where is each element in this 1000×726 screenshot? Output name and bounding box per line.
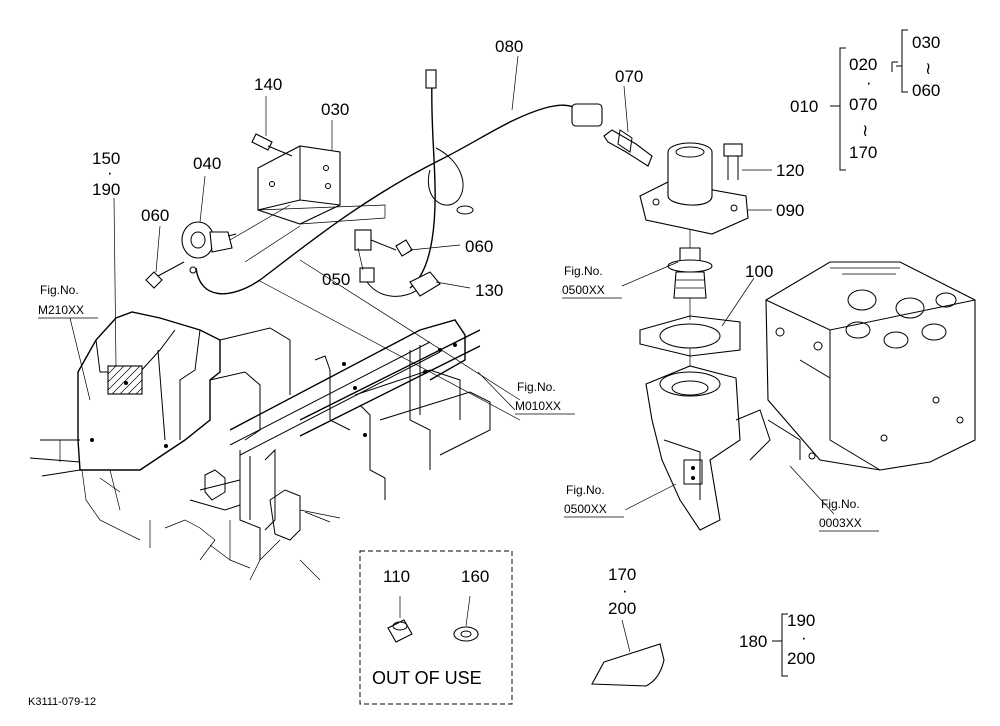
label-190-right: 190	[787, 611, 815, 630]
diagram-code: K3111-079-12	[28, 696, 96, 708]
label-190: 190	[92, 180, 120, 199]
label-180: 180	[739, 632, 767, 651]
fig-ref-0003-label: Fig.No.	[821, 497, 860, 511]
label-030: 030	[321, 100, 349, 119]
label-060-mid: 060	[465, 237, 493, 256]
label-170-top: 170	[849, 143, 877, 162]
cylinder-head-drawing	[765, 261, 976, 471]
label-card	[591, 643, 665, 687]
separator-dot-190: ·	[801, 628, 807, 647]
tractor-frame-drawing	[29, 311, 491, 581]
fig-ref-m210-label: Fig.No.	[40, 283, 79, 297]
label-160: 160	[461, 567, 489, 586]
label-030-top: 030	[912, 33, 940, 52]
label-050: 050	[322, 270, 350, 289]
horn-bracket-group	[145, 133, 386, 289]
label-200-right: 200	[787, 649, 815, 668]
label-060-top: 060	[912, 81, 940, 100]
range-symbol-mid: ≀	[862, 121, 868, 140]
label-040: 040	[193, 154, 221, 173]
fig-ref-0500-thermostat-code: 0500XX	[562, 283, 605, 297]
fig-ref-m210-code: M210XX	[38, 303, 84, 317]
separator-dot-150: ·	[107, 163, 113, 182]
fig-ref-0500-pump-label: Fig.No.	[566, 483, 605, 497]
fig-ref-0500-pump-code: 0500XX	[564, 502, 607, 516]
fig-ref-m010-label: Fig.No.	[517, 380, 556, 394]
label-150: 150	[92, 149, 120, 168]
out-of-use-box	[359, 550, 513, 705]
fig-ref-0500-thermostat-label: Fig.No.	[564, 264, 603, 278]
out-of-use-text: OUT OF USE	[372, 668, 482, 688]
wire-harness-080	[195, 69, 603, 421]
label-140: 140	[254, 75, 282, 94]
label-100: 100	[745, 262, 773, 281]
part-number-labels: 010 020 030 ≀ 060 · 070 ≀ 170 140 030 08…	[92, 33, 940, 688]
label-110: 110	[383, 567, 410, 586]
figure-references: Fig.No. M210XX Fig.No. M010XX Fig.No. 05…	[38, 264, 879, 532]
thermostat-housing-group	[603, 129, 771, 531]
label-070: 070	[615, 67, 643, 86]
label-020: 020	[849, 55, 877, 74]
label-070-top: 070	[849, 95, 877, 114]
fig-ref-0003-code: 0003XX	[819, 516, 862, 530]
label-080: 080	[495, 37, 523, 56]
label-130: 130	[475, 281, 503, 300]
label-060-left: 060	[141, 206, 169, 225]
leader-lines	[69, 55, 835, 515]
label-170: 170	[608, 565, 636, 584]
label-090: 090	[776, 201, 804, 220]
separator-dot-170: ·	[622, 581, 628, 600]
label-120: 120	[776, 161, 804, 180]
fig-ref-m010-code: M010XX	[515, 399, 561, 413]
label-200: 200	[608, 599, 636, 618]
range-symbol-top: ≀	[925, 59, 931, 78]
separator-dot-top: ·	[866, 73, 872, 92]
label-010: 010	[790, 97, 818, 116]
group-brackets	[772, 29, 908, 677]
